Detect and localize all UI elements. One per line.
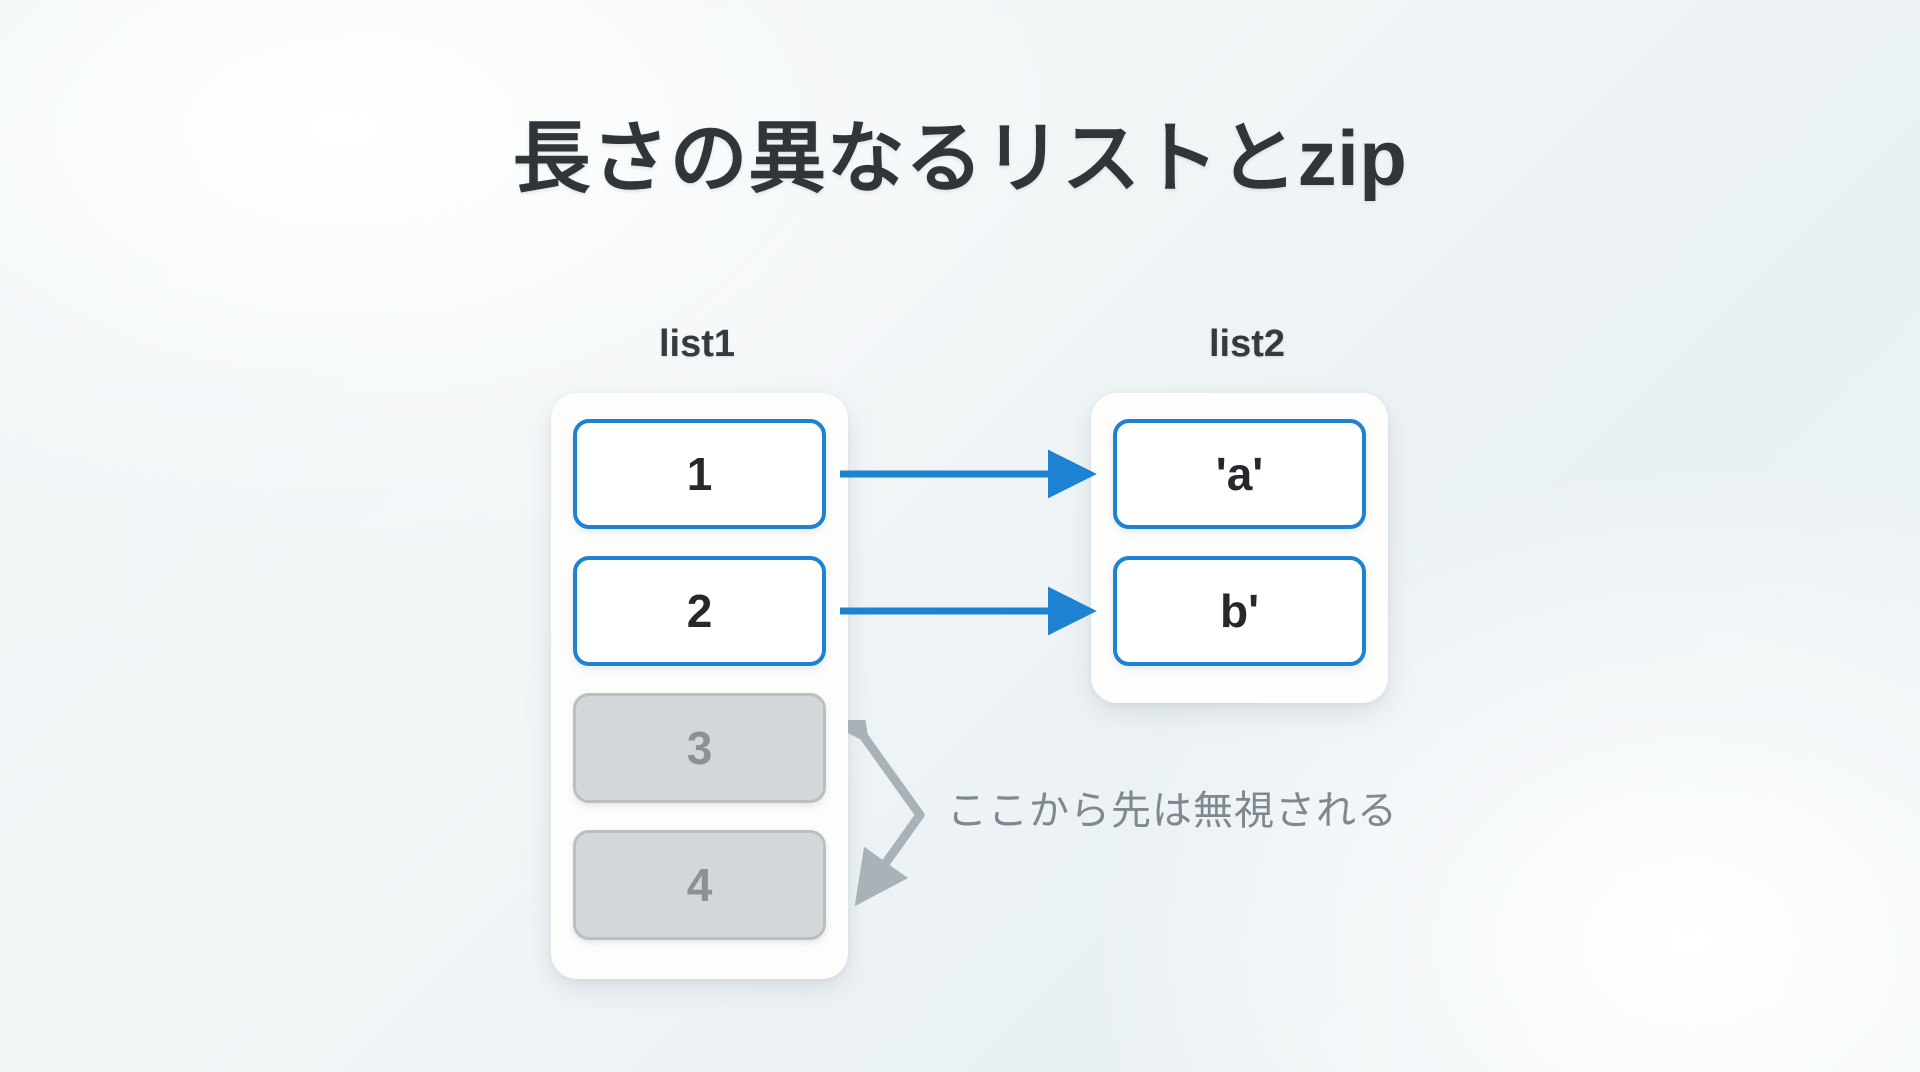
list1-cell-3[interactable]: 4 bbox=[573, 830, 826, 940]
list2-cell-1[interactable]: b' bbox=[1113, 556, 1366, 666]
list2-cell-0[interactable]: 'a' bbox=[1113, 419, 1366, 529]
list1-panel: 1 2 3 4 bbox=[551, 393, 848, 979]
page-title: 長さの異なるリストとzip bbox=[512, 114, 1408, 202]
list1-cell-0[interactable]: 1 bbox=[573, 419, 826, 529]
list1-cell-2[interactable]: 3 bbox=[573, 693, 826, 803]
column-label-list2: list2 bbox=[1208, 323, 1286, 365]
list1-cell-1[interactable]: 2 bbox=[573, 556, 826, 666]
pairing-arrows-group bbox=[840, 449, 1097, 636]
ignore-arrow-path bbox=[848, 720, 925, 907]
column-label-list1: list1 bbox=[658, 323, 736, 365]
ignore-annotation-text: ここから先は無視される bbox=[947, 789, 1398, 833]
list2-panel: 'a' b' bbox=[1091, 393, 1388, 703]
